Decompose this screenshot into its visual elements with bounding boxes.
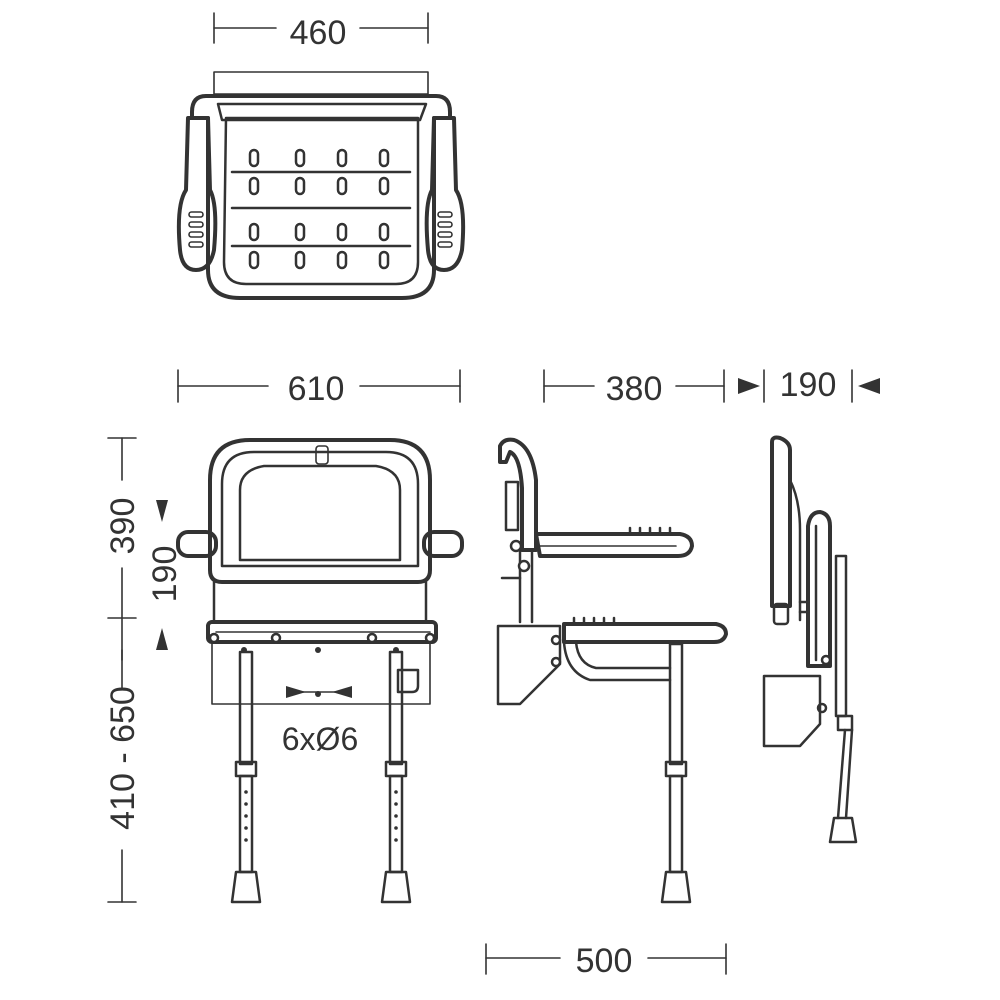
dim-label-610: 610 <box>288 370 345 408</box>
top-armrest-right <box>424 116 466 272</box>
dim-leg-depth: 500 <box>485 942 727 980</box>
dim-front-width: 610 <box>177 369 461 408</box>
folded-leg <box>828 714 858 844</box>
front-armrest-right <box>422 530 464 558</box>
dim-label-190: 190 <box>780 366 837 404</box>
folded-view: 190 <box>738 366 880 844</box>
front-leg-right <box>380 650 412 904</box>
folded-wall-bracket <box>762 674 822 748</box>
dim-top-width: 460 <box>213 12 429 52</box>
dim-label-500: 500 <box>576 942 633 980</box>
front-backrest <box>208 438 432 584</box>
dim-holes: 6xØ6 <box>282 686 358 757</box>
side-backrest <box>498 437 538 552</box>
front-leg-left <box>230 650 262 904</box>
front-wall-plate <box>211 641 431 705</box>
dim-label-190-vertical: 190 <box>146 546 184 603</box>
front-view: 610 390 410 - 650 190 <box>104 369 464 904</box>
dim-label-390: 390 <box>104 498 142 555</box>
folded-backrest <box>770 435 792 608</box>
top-seat-slots <box>230 148 412 270</box>
side-leg <box>660 642 692 904</box>
dim-label-460: 460 <box>290 14 347 52</box>
dim-label-410-650: 410 - 650 <box>104 686 142 830</box>
dim-label-6x6: 6xØ6 <box>282 721 358 757</box>
side-wall-bracket <box>496 624 562 706</box>
front-armrest-left <box>176 530 218 558</box>
top-view: 460 <box>176 12 466 300</box>
dim-vertical-left: 390 410 - 650 190 <box>104 437 184 903</box>
dim-folded-depth: 190 <box>738 366 880 404</box>
top-seat-outline <box>190 94 452 300</box>
side-view: 380 <box>485 369 728 980</box>
dim-side-depth: 380 <box>543 369 725 408</box>
dim-label-380: 380 <box>606 370 663 408</box>
folded-seat <box>806 510 832 668</box>
side-seat <box>562 622 728 644</box>
side-armrest <box>534 532 694 558</box>
top-armrest-left <box>176 116 218 272</box>
